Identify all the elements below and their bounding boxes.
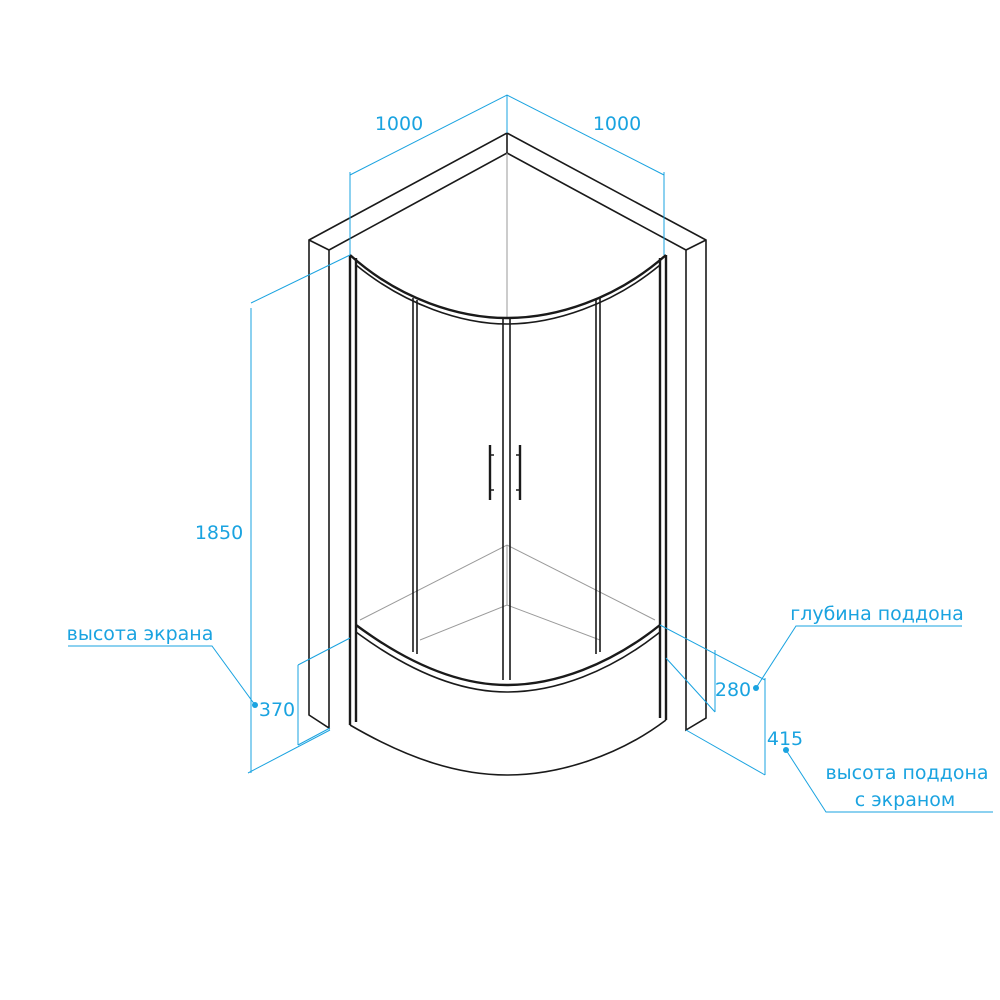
floor-lines xyxy=(359,153,656,641)
screen-height-callout: высота экрана xyxy=(67,623,214,645)
shower-tray xyxy=(349,624,667,776)
tray-depth-value: 280 xyxy=(715,679,751,701)
tray-height-leader-dot xyxy=(783,747,789,753)
screen-height-value: 370 xyxy=(259,699,295,721)
screen-height-leader-dot xyxy=(252,702,258,708)
width-left-label: 1000 xyxy=(375,113,423,135)
tray-depth-callout: глубина поддона xyxy=(790,603,964,625)
width-right-label: 1000 xyxy=(593,113,641,135)
tray-height-callout-line2: с экраном xyxy=(855,789,955,811)
tray-height-callout-line1: высота поддона xyxy=(825,762,988,784)
tray-depth-leader-dot xyxy=(753,685,759,691)
corner-walls xyxy=(308,132,707,732)
cabin-frame xyxy=(348,254,668,725)
height-label: 1850 xyxy=(195,522,243,544)
tray-height-value: 415 xyxy=(767,728,803,750)
dimension-lines xyxy=(68,94,993,813)
door-handles xyxy=(488,445,522,500)
